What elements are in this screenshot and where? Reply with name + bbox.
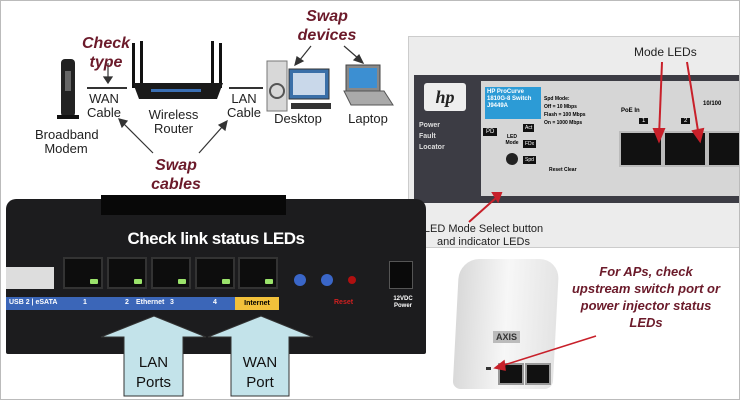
wifi-button[interactable] bbox=[321, 274, 333, 286]
spd-legend: Spd Mode: Off = 10 Mbps Flash = 100 Mbps… bbox=[544, 95, 586, 127]
axis-logo: AXIS bbox=[493, 331, 521, 343]
spd-legend-off: Off = 10 Mbps bbox=[544, 104, 577, 110]
led-mode-select-callout: LED Mode Select button and indicator LED… bbox=[423, 223, 544, 248]
port-label-1: 1 bbox=[83, 299, 87, 306]
locator-led-label: Locator bbox=[419, 144, 445, 151]
lan-cable-label: LAN Cable bbox=[227, 91, 261, 120]
link-led bbox=[178, 279, 186, 284]
lan-label-strip: USB 2 | eSATA 1 2 Ethernet 3 4 bbox=[6, 297, 235, 310]
check-type-callout: Check type bbox=[81, 35, 131, 71]
fault-led-label: Fault bbox=[419, 133, 436, 140]
swap-cables-callout: Swap cables bbox=[151, 157, 201, 193]
spd-led: Spd bbox=[523, 156, 536, 164]
desktop-icon bbox=[266, 60, 331, 112]
swap-devices-callout: Swap devices bbox=[297, 8, 357, 44]
usb-port[interactable] bbox=[6, 267, 54, 289]
check-link-status-heading: Check link status LEDs bbox=[127, 229, 305, 248]
switch-port-1[interactable] bbox=[619, 131, 663, 167]
router-back-photo: Check link status LEDs USB 2 | eSATA 1 2… bbox=[6, 195, 426, 354]
broadband-modem-label: Broadband Modem bbox=[35, 127, 99, 156]
led-mode-label: LED Mode bbox=[505, 134, 519, 146]
led-mode-button[interactable] bbox=[506, 153, 518, 165]
port-number-1: 1 bbox=[639, 118, 649, 124]
pd-led: PD bbox=[483, 128, 498, 136]
power-label: 12VDC Power bbox=[393, 296, 413, 309]
switch-front-band: hp Power Fault Locator HP ProCurve 1810G… bbox=[414, 75, 739, 203]
diagram-drawings bbox=[57, 41, 394, 154]
modem-icon bbox=[57, 59, 79, 119]
wan-port[interactable] bbox=[238, 257, 278, 289]
switch-inner-panel: HP ProCurve 1810G-8 Switch J9449A PD LED… bbox=[481, 81, 739, 196]
link-led bbox=[222, 279, 230, 284]
wps-button[interactable] bbox=[294, 274, 306, 286]
lan-port-3[interactable] bbox=[151, 257, 191, 289]
speed-label: 10/100 bbox=[703, 101, 722, 107]
spd-legend-title: Spd Mode: bbox=[544, 96, 570, 102]
lan-port-2[interactable] bbox=[107, 257, 147, 289]
spd-legend-flash: Flash = 100 Mbps bbox=[544, 112, 586, 118]
switch-panel-photo: Mode LEDs hp Power Fault Locator HP ProC… bbox=[408, 36, 739, 248]
ethernet-label: Ethernet bbox=[136, 299, 165, 306]
reset-label: Reset bbox=[334, 299, 354, 306]
lan-port-1[interactable] bbox=[63, 257, 103, 289]
link-led bbox=[134, 279, 142, 284]
lan-ports-arrow bbox=[100, 315, 207, 397]
status-led bbox=[486, 367, 491, 370]
link-led bbox=[90, 279, 98, 284]
router-top-ridge bbox=[101, 195, 286, 215]
link-led bbox=[265, 279, 273, 284]
desktop-label: Desktop bbox=[274, 111, 322, 126]
port-number-2: 2 bbox=[681, 118, 691, 124]
port-label-4: 4 bbox=[213, 299, 217, 306]
power-jack[interactable] bbox=[389, 261, 413, 289]
wan-port-arrow bbox=[207, 315, 314, 397]
router-icon bbox=[132, 41, 223, 99]
port-label-2: 2 bbox=[125, 299, 129, 306]
model-label: HP ProCurve 1810G-8 Switch J9449A bbox=[485, 87, 541, 119]
mode-leds-label: Mode LEDs bbox=[634, 45, 697, 59]
wan-cable-label: WAN Cable bbox=[87, 91, 121, 120]
poe-in-label: PoE In bbox=[621, 108, 640, 114]
power-led-label: Power bbox=[419, 122, 441, 129]
reset-clear-buttons[interactable]: Reset Clear bbox=[549, 167, 577, 173]
callout-arrows bbox=[102, 45, 365, 154]
switch-callout-arrows bbox=[468, 61, 705, 223]
laptop-icon bbox=[343, 64, 394, 106]
reset-button[interactable] bbox=[348, 276, 356, 284]
lan-port-4[interactable] bbox=[195, 257, 235, 289]
internet-label: Internet bbox=[235, 297, 279, 310]
laptop-label: Laptop bbox=[348, 111, 388, 126]
injector-port-2[interactable] bbox=[525, 363, 551, 385]
ap-callout: For APs, check upstream switch port or p… bbox=[571, 264, 721, 330]
wan-port-label: WAN Port bbox=[242, 354, 278, 391]
lan-ports-label: LAN Ports bbox=[135, 354, 171, 391]
fdx-led: FDx bbox=[523, 140, 537, 148]
hp-logo: hp bbox=[424, 83, 466, 111]
usb-esata-label: USB 2 | eSATA bbox=[9, 299, 58, 306]
spd-legend-on: On = 1000 Mbps bbox=[544, 120, 583, 126]
port-label-3: 3 bbox=[170, 299, 174, 306]
act-led: Act bbox=[523, 124, 535, 132]
switch-port-3[interactable] bbox=[707, 131, 739, 167]
wireless-router-label: Wireless Router bbox=[148, 107, 199, 136]
